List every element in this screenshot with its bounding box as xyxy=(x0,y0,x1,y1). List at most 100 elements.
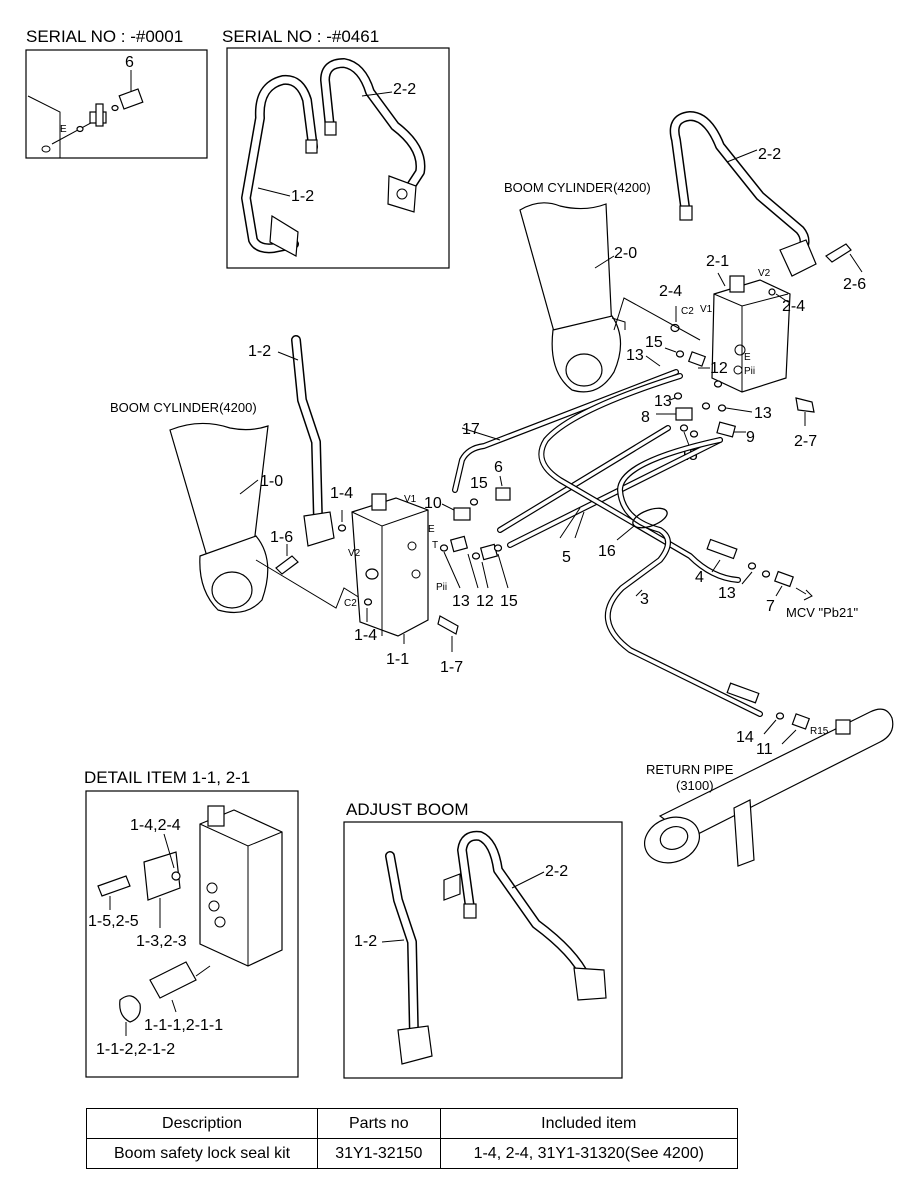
adapter-11 xyxy=(791,713,811,730)
detail-inset: DETAIL ITEM 1-1, 2-1 1-4,2-4 1-5,2-5 1-3… xyxy=(84,768,299,1078)
boom-cylinder-right xyxy=(519,202,613,347)
fitting xyxy=(679,205,693,221)
valve-plug xyxy=(371,493,387,511)
svg-text:C2: C2 xyxy=(681,306,694,317)
cell-included-item: 1-4, 2-4, 31Y1-31320(See 4200) xyxy=(439,1138,739,1169)
port-label-r15: R15 xyxy=(810,726,829,737)
callout-8: 8 xyxy=(641,409,650,426)
adjust-title: ADJUST BOOM xyxy=(346,800,468,819)
callout-6: 6 xyxy=(125,54,134,71)
inset-serial-0001-title: SERIAL NO : -#0001 xyxy=(26,27,183,46)
bolt-1-7 xyxy=(437,615,459,635)
adjust-callout-2-2: 2-2 xyxy=(545,863,568,880)
callout-17: 17 xyxy=(462,421,480,438)
valve-body-edge xyxy=(27,95,61,158)
callout-13b: 13 xyxy=(654,393,672,410)
adjust-flange-2-2 xyxy=(573,967,607,1001)
callout-13d: 13 xyxy=(452,593,470,610)
svg-text:T: T xyxy=(432,540,438,551)
svg-text:E: E xyxy=(428,524,435,535)
callout-14: 14 xyxy=(736,729,754,746)
port-e-circle xyxy=(41,145,51,153)
flange-1-2 xyxy=(269,214,299,257)
plug-6 xyxy=(118,88,144,110)
callout-13e: 13 xyxy=(718,585,736,602)
adjust-boom-inset: ADJUST BOOM 2-2 1-2 xyxy=(343,800,623,1079)
tee-fitting-8 xyxy=(675,407,693,421)
column-header-included-item: Included item xyxy=(439,1108,739,1139)
callout-15a: 15 xyxy=(645,334,663,351)
valve-block-1-1 xyxy=(351,497,429,637)
column-header-parts-no: Parts no xyxy=(317,1108,441,1139)
adjust-frame xyxy=(343,821,623,1079)
adjust-flange-1-2 xyxy=(397,1025,433,1065)
detail-cap xyxy=(119,995,141,1023)
callout-12b: 12 xyxy=(476,593,494,610)
cell-description: Boom safety lock seal kit xyxy=(85,1138,319,1169)
boom-cylinder-left xyxy=(169,422,269,561)
inset-serial-0461: SERIAL NO : -#0461 2-2 1-2 xyxy=(222,27,450,269)
detail-valve-plug xyxy=(207,805,225,827)
callout-1-4a: 1-4 xyxy=(330,485,353,502)
pipe-1-2 xyxy=(292,336,322,524)
port-label-e: E xyxy=(60,124,67,135)
valve-plug xyxy=(729,275,745,293)
callout-10: 10 xyxy=(424,495,442,512)
hose-17 xyxy=(453,370,678,492)
svg-text:C2: C2 xyxy=(344,598,357,609)
tee-fitting-10 xyxy=(453,507,471,521)
label-mcv-port: MCV "Pb21" xyxy=(786,605,858,620)
callout-13c: 13 xyxy=(754,405,772,422)
callout-2-4b: 2-4 xyxy=(782,298,805,315)
parts-table: Description Parts no Included item Boom … xyxy=(85,1108,739,1169)
callout-1-1: 1-1 xyxy=(386,651,409,668)
column-header-description: Description xyxy=(85,1108,319,1139)
hose-3 xyxy=(606,438,762,716)
detail-check-valve xyxy=(149,961,197,999)
callout-2-7: 2-7 xyxy=(794,433,817,450)
adjust-callout-1-2: 1-2 xyxy=(354,933,377,950)
adjust-pipe-2-2 xyxy=(458,832,590,982)
pipe-2-2 xyxy=(321,59,424,196)
return-pipe xyxy=(658,708,894,839)
pipe-1-2 xyxy=(242,76,317,252)
pipe-2-2 xyxy=(671,112,808,260)
callout-1-2: 1-2 xyxy=(248,343,271,360)
flange-2-2 xyxy=(387,175,417,213)
hose-5a xyxy=(498,426,670,532)
detail-callout-d: 1-1-1,2-1-1 xyxy=(144,1017,223,1034)
callout-2-0: 2-0 xyxy=(614,245,637,262)
detail-bolt xyxy=(97,875,131,897)
callout-3: 3 xyxy=(640,591,649,608)
bolt-1-6 xyxy=(275,555,299,575)
flange-1-2 xyxy=(303,511,335,547)
svg-text:Pii: Pii xyxy=(744,366,755,377)
label-boom-cylinder-left: BOOM CYLINDER(4200) xyxy=(110,400,257,415)
bolt-2-7 xyxy=(795,397,815,413)
detail-plate xyxy=(143,851,181,901)
callout-1-7: 1-7 xyxy=(440,659,463,676)
detail-frame xyxy=(85,790,299,1078)
o-ring xyxy=(111,104,119,112)
hose-end xyxy=(706,538,738,560)
inset-serial-0461-frame xyxy=(226,47,450,269)
label-boom-cylinder-right: BOOM CYLINDER(4200) xyxy=(504,180,651,195)
detail-callout-b: 1-5,2-5 xyxy=(88,913,139,930)
adapter-7 xyxy=(774,570,794,588)
callout-12a: 12 xyxy=(710,360,728,377)
svg-text:V1: V1 xyxy=(700,304,713,315)
callout-15d: 15 xyxy=(500,593,518,610)
adjust-pipe-1-2 xyxy=(386,852,418,1040)
table-header-row: Description Parts no Included item xyxy=(85,1108,739,1139)
flange-2-2 xyxy=(779,239,817,277)
inset-serial-0001: SERIAL NO : -#0001 6 E xyxy=(25,27,208,159)
detail-valve-block xyxy=(199,809,283,967)
callout-2-2: 2-2 xyxy=(393,81,416,98)
tee-fitting-stem xyxy=(95,103,104,127)
detail-callout-e: 1-1-2,2-1-2 xyxy=(96,1041,175,1058)
fitting xyxy=(324,121,337,136)
detail-callout-c: 1-3,2-3 xyxy=(136,933,187,950)
inset-serial-0001-frame xyxy=(25,49,208,159)
plug-6-main xyxy=(495,487,511,501)
